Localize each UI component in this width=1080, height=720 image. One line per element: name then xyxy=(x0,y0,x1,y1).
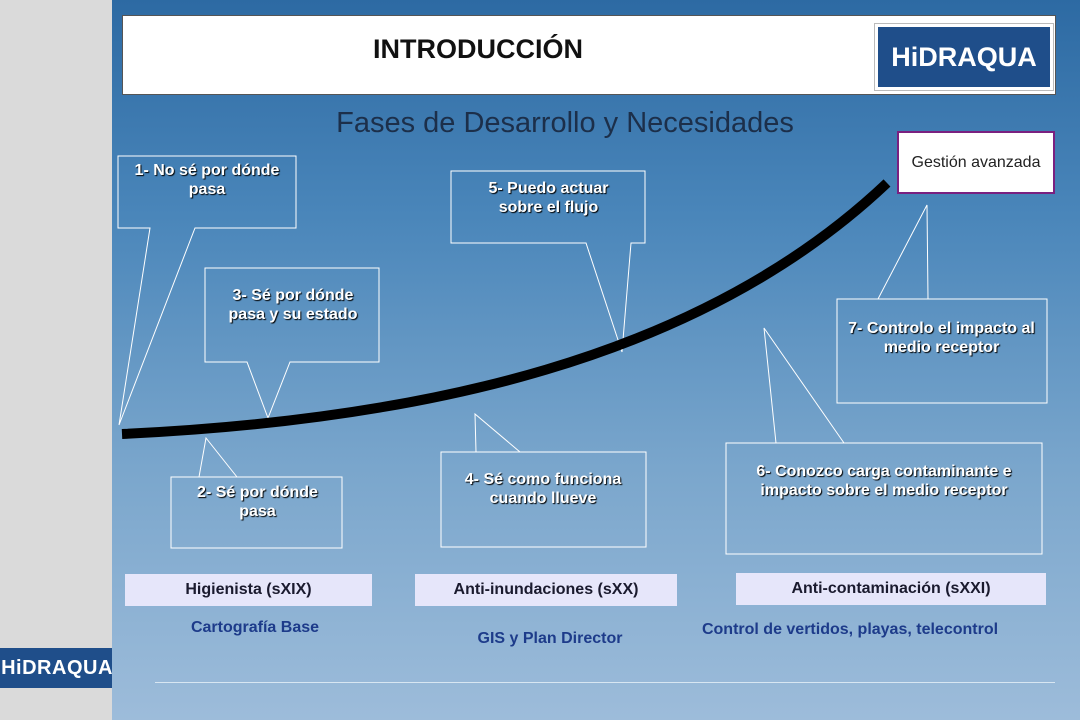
goal-label: Gestión avanzada xyxy=(911,154,1041,171)
callout-2-shape xyxy=(170,436,343,549)
sidebar-logo: HiDRAQUA xyxy=(0,648,114,688)
sidebar xyxy=(0,0,112,720)
callout-7-shape xyxy=(836,204,1048,404)
phase-6-label: 6- Conozco carga contaminante e impacto … xyxy=(756,463,1012,499)
phase-2-label: 2- Sé por dónde pasa xyxy=(197,484,318,520)
goal-box: Gestión avanzada xyxy=(897,131,1055,194)
header-bar: INTRODUCCIÓN HiDRAQUA xyxy=(122,15,1056,95)
callout-1-shape xyxy=(117,155,297,426)
phase-4-label: 4- Sé como funciona cuando llueve xyxy=(464,471,622,507)
callout-5-shape xyxy=(450,170,646,353)
era-anti-contaminacion: Anti-contaminación (sXXI) xyxy=(736,573,1046,605)
phase-7-label: 7- Controlo el impacto al medio receptor xyxy=(848,320,1035,356)
diagram-subtitle: Fases de Desarrollo y Necesidades xyxy=(336,107,794,139)
tool-gis: GIS y Plan Director xyxy=(477,630,623,647)
phase-5-label: 5- Puedo actuar sobre el flujo xyxy=(488,180,609,216)
phase-1-label: 1- No sé por dónde pasa xyxy=(134,162,280,198)
callout-6-shape xyxy=(725,327,1043,555)
page-title: INTRODUCCIÓN xyxy=(373,34,583,64)
tool-control-vertidos: Control de vertidos, playas, telecontrol xyxy=(701,621,999,638)
phase-3-label: 3- Sé por dónde pasa y su estado xyxy=(228,287,358,323)
header-logo: HiDRAQUA xyxy=(878,27,1050,87)
era-higienista: Higienista (sXIX) xyxy=(125,574,372,606)
development-curve xyxy=(121,179,891,439)
callout-3-shape xyxy=(204,267,380,420)
tool-cartografia: Cartografía Base xyxy=(190,619,320,636)
era-anti-inundaciones: Anti-inundaciones (sXX) xyxy=(415,574,677,606)
callout-4-shape xyxy=(440,412,647,548)
footer-divider xyxy=(155,682,1055,683)
